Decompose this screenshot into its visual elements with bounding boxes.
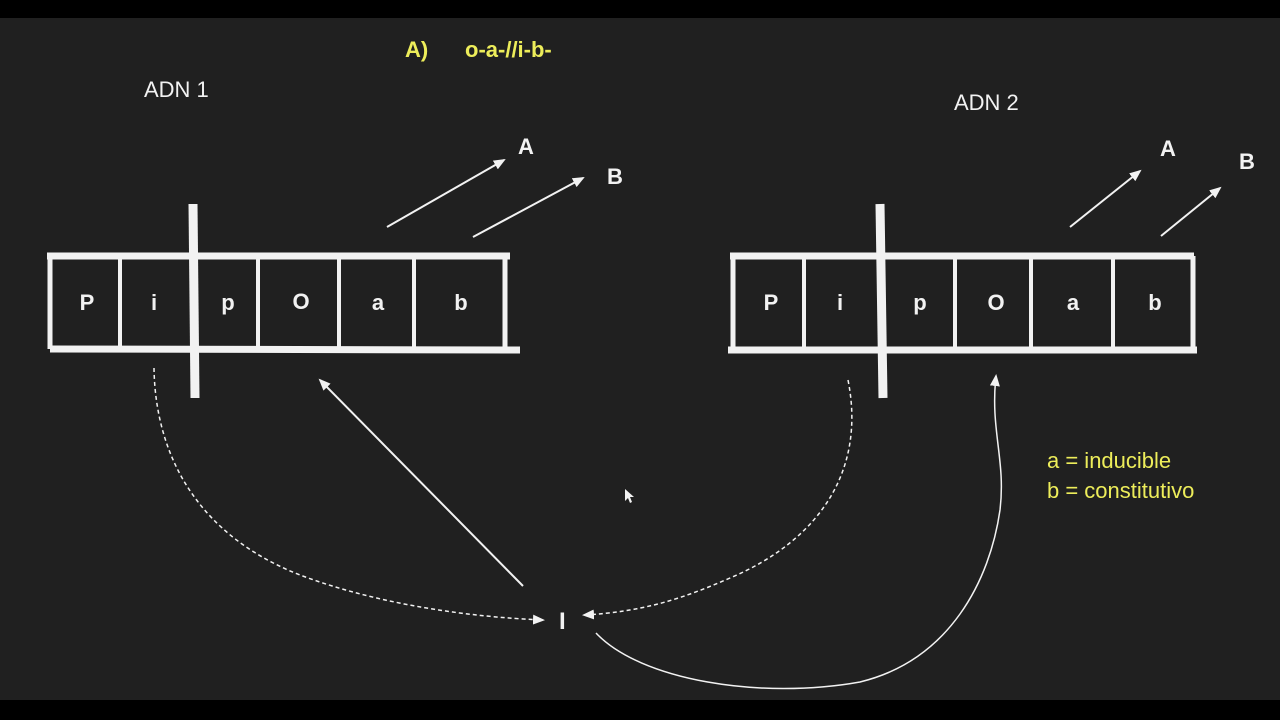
dna1-cell-b: b [454,290,468,315]
dna2-strip [728,203,1197,399]
dna2-cell-i: i [836,290,844,315]
header-label: A) [405,37,429,62]
dna2-product-b-label: B [1239,149,1255,174]
dna1-label: ADN 1 [144,77,209,102]
repressor-to-operator1-arrow [318,378,524,587]
repressor-label: I [559,608,566,635]
legend-line-2: b = constitutivo [1047,478,1195,503]
dna1-cell-a: a [371,290,385,315]
dna1-product-b-label: B [607,164,623,189]
dna2-repressor-dashed-arrow [582,379,853,620]
dna2-cell-promoter: P [763,290,779,315]
dna2-mutation-bar [875,203,888,399]
dna1-cell-operator: O [292,289,310,314]
mouse-cursor-icon [625,489,634,503]
dna2-cell-b: b [1148,290,1162,315]
dna1-cell-p: p [221,290,235,315]
dna1-product-a-arrow [386,159,506,228]
dna1-repressor-dashed-arrow [153,367,545,625]
dna1-cell-i: i [150,290,158,315]
repressor-to-operator2-arrow [595,374,1003,690]
dna2-cell-operator: O [987,290,1005,315]
slide-background [0,18,1280,700]
dna1-product-a-label: A [518,134,534,159]
dna1-mutation-bar [188,203,200,399]
header-genotype: o-a-//i-b- [465,37,552,62]
dna1-product-b-arrow [472,177,585,238]
dna2-product-b-arrow [1160,186,1222,237]
dna2-cell-a: a [1066,290,1080,315]
dna1-strip [47,203,521,399]
dna2-cell-p: p [913,290,927,315]
dna2-label: ADN 2 [954,90,1019,115]
dna2-product-a-arrow [1069,169,1142,228]
legend-line-1: a = inducible [1047,448,1172,473]
dna1-cell-promoter: P [79,290,95,315]
dna2-product-a-label: A [1160,136,1176,161]
